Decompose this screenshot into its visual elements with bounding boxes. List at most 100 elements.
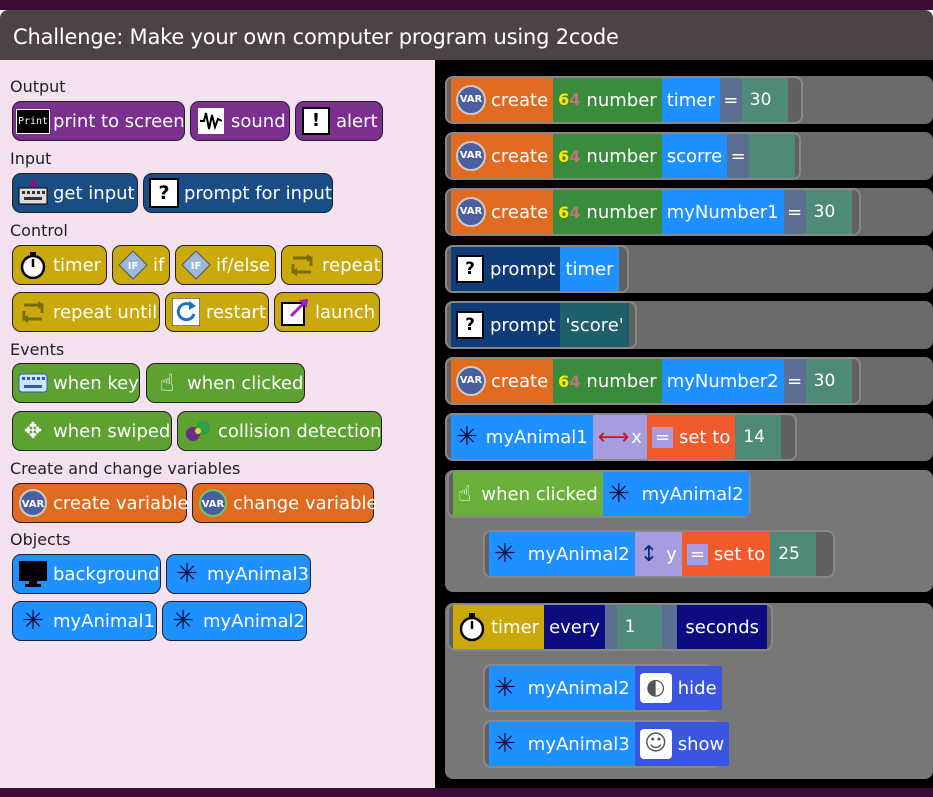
block-palette: Output Print print to screen sound ! ale… <box>0 60 435 788</box>
value-input[interactable]: 25 <box>770 532 817 576</box>
prompt-block-score[interactable]: ?prompt 'score' <box>445 301 637 349</box>
number-icon: 64 <box>558 90 581 109</box>
equals-icon: = <box>686 543 708 565</box>
object-myanimal2-button[interactable]: ✳ myAnimal2 <box>162 601 307 641</box>
value-input[interactable]: 14 <box>735 415 782 459</box>
object-segment: ✳myAnimal2 <box>602 472 749 516</box>
get-input-button[interactable]: get input <box>12 173 138 213</box>
object-myanimal1-button[interactable]: ✳ myAnimal1 <box>12 601 157 641</box>
repeat-until-button[interactable]: repeat until <box>12 292 160 332</box>
seconds-label: seconds <box>677 605 767 649</box>
collision-detection-button[interactable]: collision detection <box>177 411 382 451</box>
spider-icon: ✳ <box>176 559 198 589</box>
number-icon: 64 <box>558 146 581 166</box>
title-bar: Challenge: Make your own computer progra… <box>0 10 933 60</box>
value-input[interactable]: 30 <box>805 190 852 234</box>
number-icon: 64 <box>558 371 581 391</box>
section-objects-label: Objects <box>10 530 71 549</box>
restart-icon <box>171 297 201 327</box>
spider-icon: ✳ <box>172 606 194 636</box>
spider-icon: ✳ <box>456 422 478 452</box>
variable-name[interactable]: scorre <box>661 134 728 178</box>
timer-segment: timer <box>453 605 545 649</box>
timer-button[interactable]: timer <box>12 245 107 285</box>
vertical-arrow-icon: ↕ <box>639 541 659 567</box>
collision-icon <box>183 416 213 446</box>
alert-icon: ! <box>301 106 331 136</box>
stopwatch-icon <box>18 250 48 280</box>
print-to-screen-button[interactable]: Print print to screen <box>12 101 185 141</box>
divider <box>661 605 678 649</box>
launch-button[interactable]: launch <box>274 292 380 332</box>
set-x-block[interactable]: ✳myAnimal1 ⟷x =set to 14 <box>445 413 797 461</box>
restart-button[interactable]: restart <box>165 292 269 332</box>
var-icon: VAR <box>456 366 486 396</box>
axis-segment: ↕y <box>634 532 682 576</box>
spider-icon: ✳ <box>494 539 516 569</box>
when-swiped-button[interactable]: ✥ when swiped <box>12 411 172 451</box>
set-to-segment: =set to <box>646 415 736 459</box>
prompt-icon: ? <box>456 255 484 283</box>
axis-segment: ⟷x <box>592 415 647 459</box>
divider <box>604 605 617 649</box>
stopwatch-icon <box>458 612 486 642</box>
when-clicked-button[interactable]: ☝ when clicked <box>146 363 305 403</box>
when-clicked-block[interactable]: ☝when clicked ✳myAnimal2 <box>447 470 751 518</box>
action-segment: ◐hide <box>634 666 722 710</box>
variable-name[interactable]: myNumber2 <box>661 359 784 403</box>
prompt-segment: ?prompt <box>451 303 561 347</box>
object-segment: ✳myAnimal2 <box>489 532 635 576</box>
show-block[interactable]: ✳myAnimal3 ☺show <box>483 720 730 768</box>
variable-name[interactable]: myNumber1 <box>661 190 784 234</box>
horizontal-arrow-icon: ⟷ <box>597 424 630 450</box>
object-segment: ✳myAnimal3 <box>489 722 635 766</box>
prompt-for-input-button[interactable]: ? prompt for input <box>143 173 333 213</box>
if-button[interactable]: IF if <box>112 245 170 285</box>
repeat-button[interactable]: repeat <box>281 245 383 285</box>
object-myanimal3-button[interactable]: ✳ myAnimal3 <box>166 554 311 594</box>
prompt-block-timer[interactable]: ?prompt timer <box>445 245 629 293</box>
variable-name[interactable]: timer <box>661 78 720 122</box>
section-control-label: Control <box>10 221 68 240</box>
if-diamond-icon: IF <box>118 250 148 280</box>
value-input[interactable] <box>749 134 795 178</box>
spider-icon: ✳ <box>607 479 630 509</box>
interval-input[interactable]: 1 <box>616 605 662 649</box>
create-variable-button[interactable]: VAR create variable <box>12 483 188 523</box>
launch-icon <box>280 297 310 327</box>
background-object-button[interactable]: background <box>12 554 161 594</box>
var-icon: VAR <box>456 85 486 115</box>
number-icon: 64 <box>558 202 581 222</box>
sound-button[interactable]: sound <box>190 101 290 141</box>
object-segment: ✳myAnimal1 <box>451 415 593 459</box>
set-y-block[interactable]: ✳myAnimal2 ↕y =set to 25 <box>483 530 835 578</box>
prompt-icon: ? <box>456 311 484 339</box>
prompt-icon: ? <box>149 178 179 208</box>
when-key-button[interactable]: when key <box>12 363 140 403</box>
value-input[interactable]: 30 <box>741 78 788 122</box>
alert-button[interactable]: ! alert <box>295 101 383 141</box>
if-else-button[interactable]: IF if/else <box>175 245 276 285</box>
monitor-icon <box>18 559 48 589</box>
print-icon: Print <box>15 106 51 136</box>
prompt-target[interactable]: timer <box>560 247 619 291</box>
prompt-text[interactable]: 'score' <box>560 303 629 347</box>
var-icon: VAR <box>18 488 48 518</box>
hide-block[interactable]: ✳myAnimal2 ◐hide <box>483 664 722 712</box>
value-input[interactable]: 30 <box>805 359 852 403</box>
ghost-hide-icon: ◐ <box>639 673 672 703</box>
change-variable-button[interactable]: VAR change variable <box>192 483 378 523</box>
timer-every-block[interactable]: timer every 1 seconds <box>447 603 773 651</box>
